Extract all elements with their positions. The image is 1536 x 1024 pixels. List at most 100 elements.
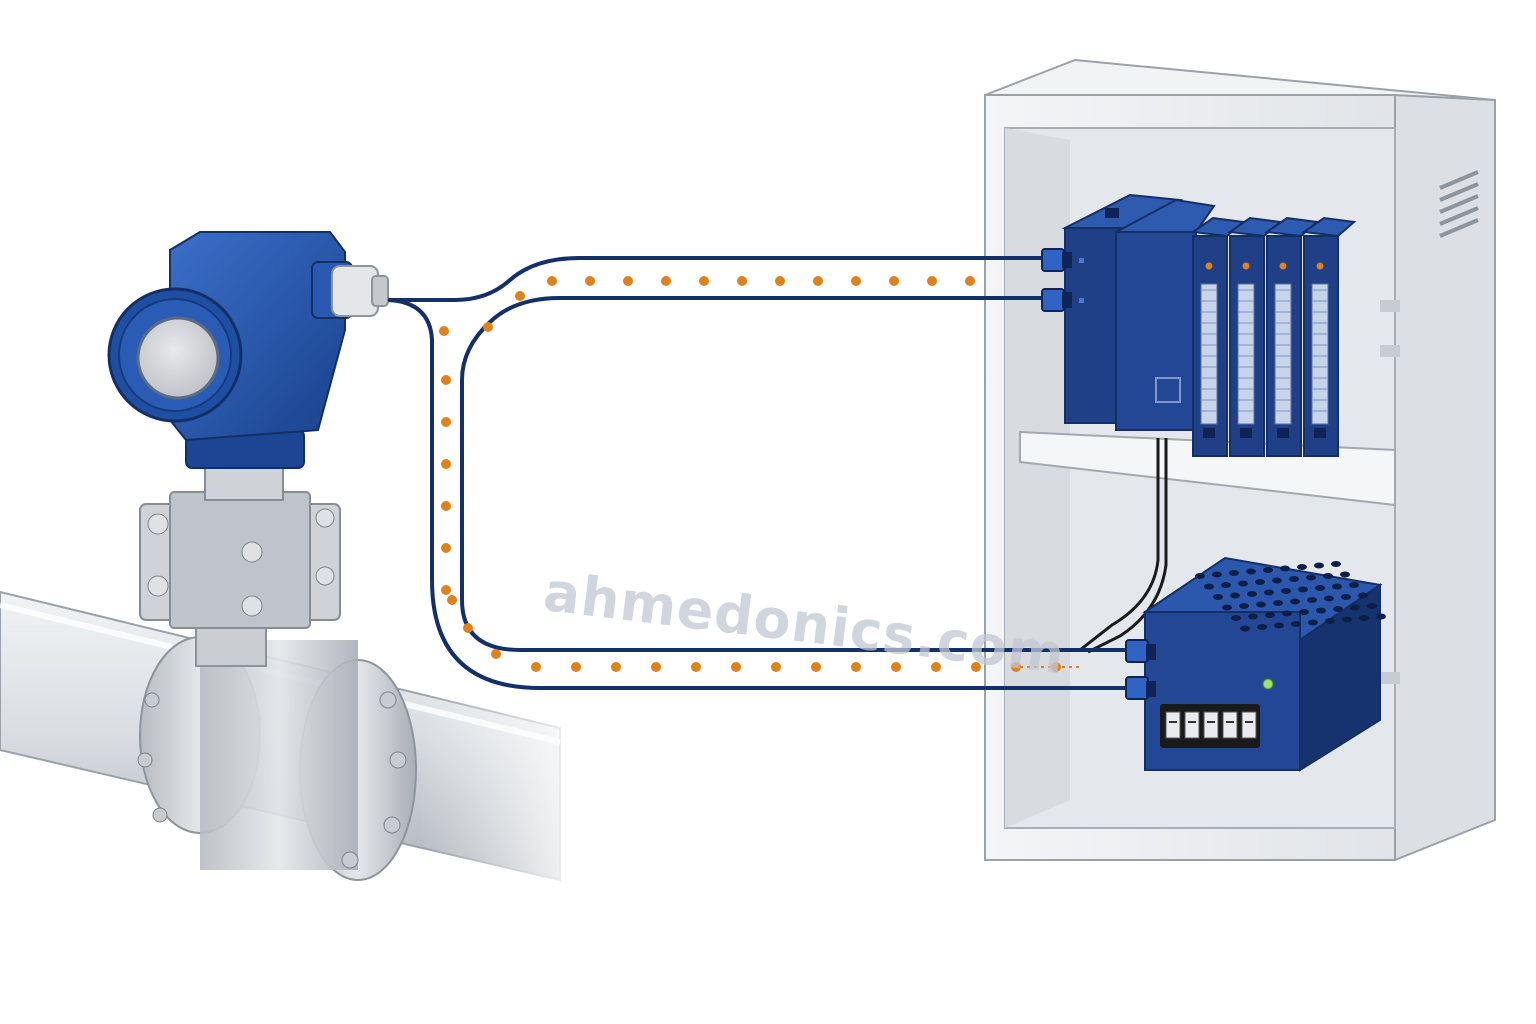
status-led (1262, 678, 1274, 690)
signal-dot (441, 585, 451, 595)
signal-dot (441, 543, 451, 553)
signal-dot (927, 276, 937, 286)
signal-dot (651, 662, 661, 672)
vent-hole (1229, 570, 1239, 576)
vent-hole (1291, 621, 1301, 627)
vent-hole (1195, 573, 1205, 579)
signal-dot (611, 662, 621, 672)
io-module-label-strip (1200, 283, 1218, 425)
signal-dot (531, 662, 541, 672)
plc-io-module (1190, 216, 1246, 457)
signal-dot (661, 276, 671, 286)
io-module-top (1301, 216, 1357, 238)
loop-wire-outer (388, 256, 1042, 302)
power-supply-icon (1125, 556, 1386, 772)
signal-dot (771, 662, 781, 672)
vent-hole (1325, 618, 1335, 624)
signal-dot (811, 662, 821, 672)
io-module-connector (1314, 428, 1326, 438)
terminal-screw (1222, 711, 1238, 739)
vent-hole (1246, 568, 1256, 575)
signal-dot (483, 322, 493, 332)
vent-hole (1257, 624, 1267, 630)
vent-hole (1308, 619, 1318, 626)
vent-hole (1239, 603, 1249, 609)
signal-dot (441, 375, 451, 385)
vent-hole (1323, 573, 1333, 579)
io-module-label-strip (1274, 283, 1292, 425)
vent-hole (1333, 606, 1343, 612)
cabinet-vent (1439, 170, 1479, 238)
terminal-screw (1241, 711, 1257, 739)
plc-io-module (1227, 216, 1283, 457)
vent-hole (1230, 592, 1240, 599)
signal-dot (731, 662, 741, 672)
io-module-led (1205, 262, 1213, 270)
vent-hole (1298, 586, 1308, 593)
vent-hole (1221, 582, 1231, 588)
io-module-connector (1277, 428, 1289, 438)
vent-hole (1213, 594, 1223, 600)
vent-hole (1281, 588, 1291, 594)
vent-hole (1282, 610, 1292, 617)
vent-hole (1265, 612, 1275, 618)
vent-hole (1306, 574, 1316, 581)
vent-hole (1264, 589, 1274, 596)
io-module-led (1279, 262, 1287, 270)
pressure-transmitter-icon (107, 231, 389, 469)
vent-hole (1280, 565, 1290, 572)
terminal-screw (1165, 711, 1181, 739)
signal-dot (1011, 662, 1021, 672)
signal-dot (971, 662, 981, 672)
vent-hole (1290, 598, 1300, 605)
vent-hole (1212, 571, 1222, 578)
vent-hole (1238, 580, 1248, 587)
vent-hole (1231, 615, 1241, 621)
signal-dot (737, 276, 747, 286)
current-loop-wiring-icon (387, 256, 1126, 690)
vent-hole (1240, 625, 1250, 632)
signal-dot (931, 662, 941, 672)
signal-dot (889, 276, 899, 286)
signal-dot (441, 417, 451, 427)
power-supply-vents (1195, 561, 1386, 632)
plc-cpu (1041, 193, 1216, 431)
signal-dot (851, 662, 861, 672)
vent-hole (1274, 622, 1284, 629)
io-module-connector (1203, 428, 1215, 438)
io-module-connector (1240, 428, 1252, 438)
vent-hole (1256, 601, 1266, 608)
io-module-led (1316, 262, 1324, 270)
vent-hole (1307, 597, 1317, 603)
vent-hole (1367, 603, 1377, 609)
pipe (0, 560, 600, 900)
loop-wire-inner (460, 296, 1126, 652)
signal-dot (441, 501, 451, 511)
plc-io-modules (1190, 216, 1357, 457)
signal-dot (439, 326, 449, 336)
vent-hole (1331, 561, 1341, 567)
power-supply-terminal-block (1160, 704, 1260, 748)
vent-hole (1349, 582, 1359, 588)
vent-hole (1376, 613, 1386, 620)
vent-hole (1204, 583, 1214, 590)
signal-dot (447, 595, 457, 605)
vent-hole (1359, 615, 1369, 621)
vent-hole (1297, 564, 1307, 570)
signal-dot (851, 276, 861, 286)
io-module-label-strip (1237, 283, 1255, 425)
signal-dot (463, 623, 473, 633)
plc-io-module (1264, 216, 1320, 457)
terminal-screw (1203, 711, 1219, 739)
loop-wire-outer-return (387, 298, 1126, 690)
signal-dot (515, 291, 525, 301)
vent-hole (1316, 607, 1326, 614)
signal-dot (547, 276, 557, 286)
vent-hole (1299, 609, 1309, 615)
signal-flow-dots (439, 276, 1080, 672)
vent-hole (1273, 600, 1283, 606)
signal-dot (491, 649, 501, 659)
signal-dot (891, 662, 901, 672)
signal-dot (585, 276, 595, 286)
